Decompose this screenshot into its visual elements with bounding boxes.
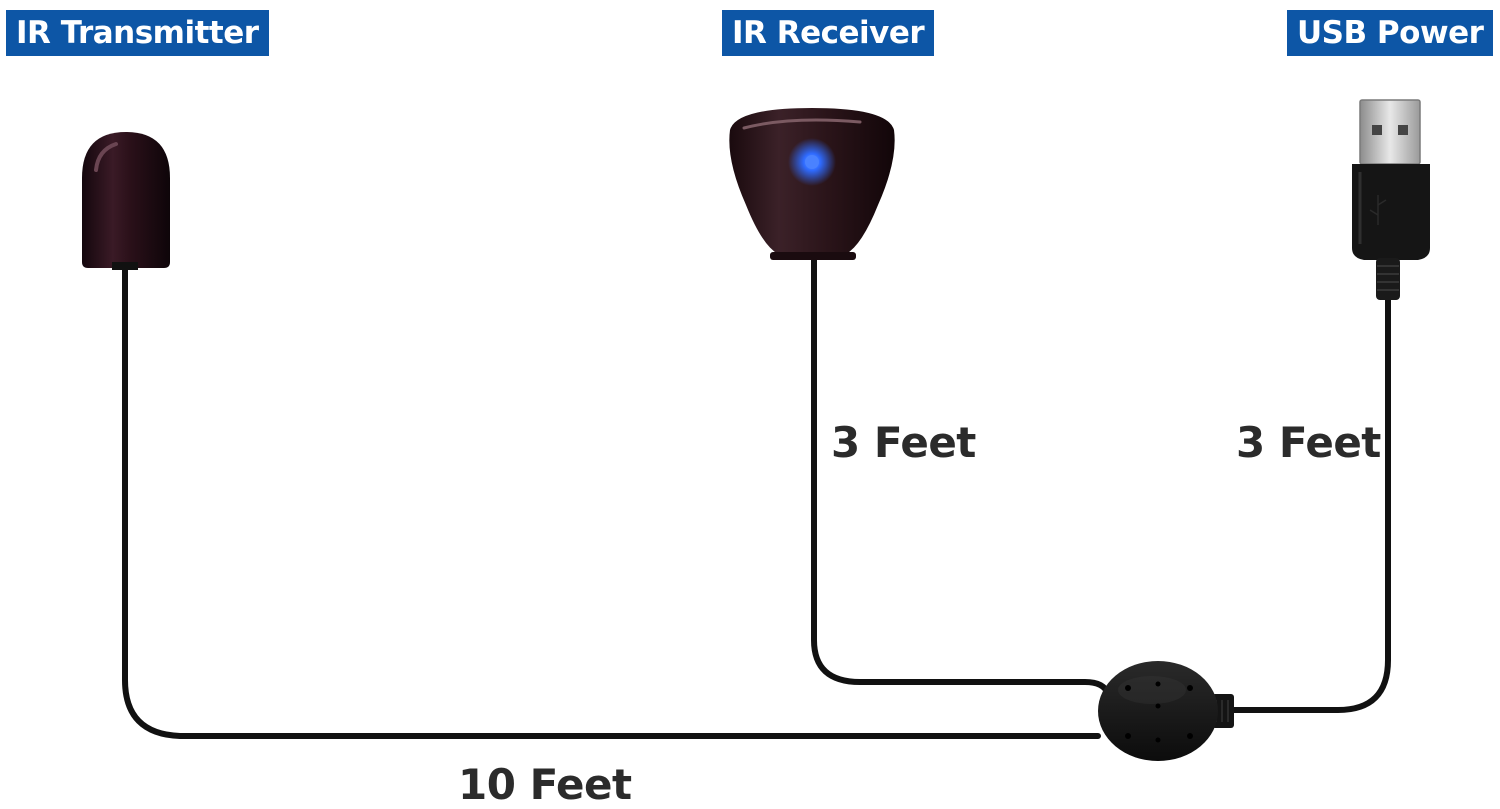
usb-power-label: USB Power [1287,10,1494,56]
transmitter-cable-length: 10 Feet [458,760,632,809]
receiver-cable-length: 3 Feet [831,418,976,467]
ir-receiver-label: IR Receiver [722,10,935,56]
usb-plug-icon [1352,99,1430,300]
ir-transmitter-icon [82,132,170,270]
cables [122,252,1391,739]
ir-transmitter-label: IR Transmitter [6,10,269,56]
ir-receiver-icon [729,108,895,260]
transmitter-cable [122,259,1101,739]
usb-logo-icon [1369,195,1387,225]
usb-cable-length: 3 Feet [1236,418,1381,467]
usb-cable [1225,295,1391,713]
receiver-cable [811,252,1111,697]
cable-hub-icon [1098,661,1234,761]
